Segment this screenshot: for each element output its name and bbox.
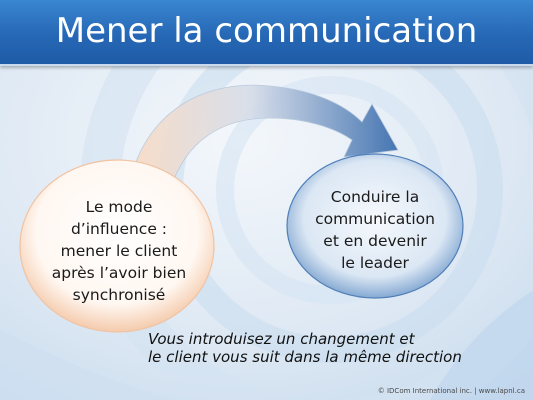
title-bar: Mener la communication xyxy=(0,0,533,66)
right-circle-text: Conduire la communication et en devenir … xyxy=(290,186,460,274)
right-circle xyxy=(286,153,464,299)
caption-line: le client vous suit dans la même directi… xyxy=(148,348,462,366)
left-circle xyxy=(19,159,215,333)
right-circle-line: le leader xyxy=(341,254,409,272)
left-circle-line: mener le client xyxy=(60,242,178,260)
caption: Vous introduisez un changement et le cli… xyxy=(148,330,462,366)
left-circle-line: Le mode xyxy=(85,198,153,216)
left-circle-text: Le mode d’influence : mener le client ap… xyxy=(34,196,204,306)
copyright-footer: © IDCom International inc. | www.lapnl.c… xyxy=(377,387,525,395)
left-circle-line: d’influence : xyxy=(70,220,168,238)
right-circle-line: Conduire la xyxy=(330,188,420,206)
right-circle-line: et en devenir xyxy=(323,232,427,250)
caption-line: Vous introduisez un changement et xyxy=(148,330,415,348)
left-circle-line: après l’avoir bien xyxy=(51,264,187,282)
left-circle-line: synchronisé xyxy=(72,286,166,304)
slide-title: Mener la communication xyxy=(55,11,478,51)
curved-arrow xyxy=(129,84,399,191)
right-circle-line: communication xyxy=(315,210,435,228)
